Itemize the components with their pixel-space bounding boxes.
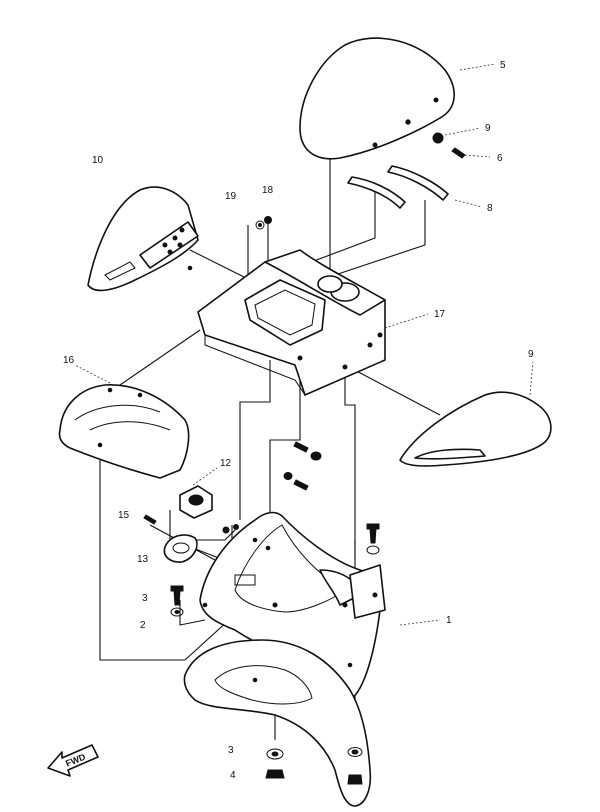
- callout-8: 8: [487, 203, 493, 214]
- part-19-washer: [255, 220, 265, 230]
- part-18-nut: [264, 216, 272, 224]
- callout-6: 6: [497, 153, 503, 164]
- callout-4: 4: [230, 770, 236, 781]
- callout-labels: 5 9 6 8 10 19 18 17 9 16 12 15 13 3 2 1 …: [63, 60, 534, 781]
- callout-3b: 3: [228, 745, 234, 756]
- part-4-nut: [265, 769, 285, 779]
- fwd-arrow-icon: FWD: [47, 744, 99, 777]
- right-bolt-washer: [366, 523, 380, 555]
- callout-10: 10: [92, 155, 104, 166]
- callout-15: 15: [118, 510, 130, 521]
- part-6-screw: [451, 147, 466, 159]
- callout-2: 2: [140, 620, 146, 631]
- callout-7: 9: [485, 123, 491, 134]
- part-15-screw: [143, 514, 157, 525]
- part-5-upper-cover: [299, 37, 455, 160]
- callout-5: 5: [500, 60, 506, 71]
- callout-17: 17: [434, 309, 446, 320]
- part-12-mount: [179, 485, 213, 519]
- part-13-grommet: [163, 534, 198, 563]
- part-1-lower-body: [199, 511, 386, 702]
- callout-13: 13: [137, 554, 149, 565]
- callout-12: 12: [220, 458, 232, 469]
- callout-19: 19: [225, 191, 237, 202]
- part-3-bolt-upper: [170, 585, 184, 606]
- callout-18: 18: [262, 185, 274, 196]
- part-17-bracket: [197, 249, 386, 396]
- center-bolts: [222, 441, 322, 534]
- callout-3a: 3: [142, 593, 148, 604]
- callout-1: 1: [446, 615, 452, 626]
- part-9-right-side-cover: [399, 391, 552, 467]
- part-8-trim-strips: [347, 165, 449, 209]
- part-7-washer: [432, 132, 444, 144]
- part-16-left-lower-cover: [58, 384, 190, 479]
- part-2-washer: [170, 607, 184, 617]
- callout-16: 16: [63, 355, 75, 366]
- callout-leader-lines: [74, 63, 534, 626]
- lower-base: [183, 639, 372, 807]
- part-3-washer-lower: [266, 748, 284, 760]
- right-lower-washer-nut: [347, 747, 363, 785]
- callout-9: 9: [528, 349, 534, 360]
- part-10-left-side-cover: [87, 186, 199, 292]
